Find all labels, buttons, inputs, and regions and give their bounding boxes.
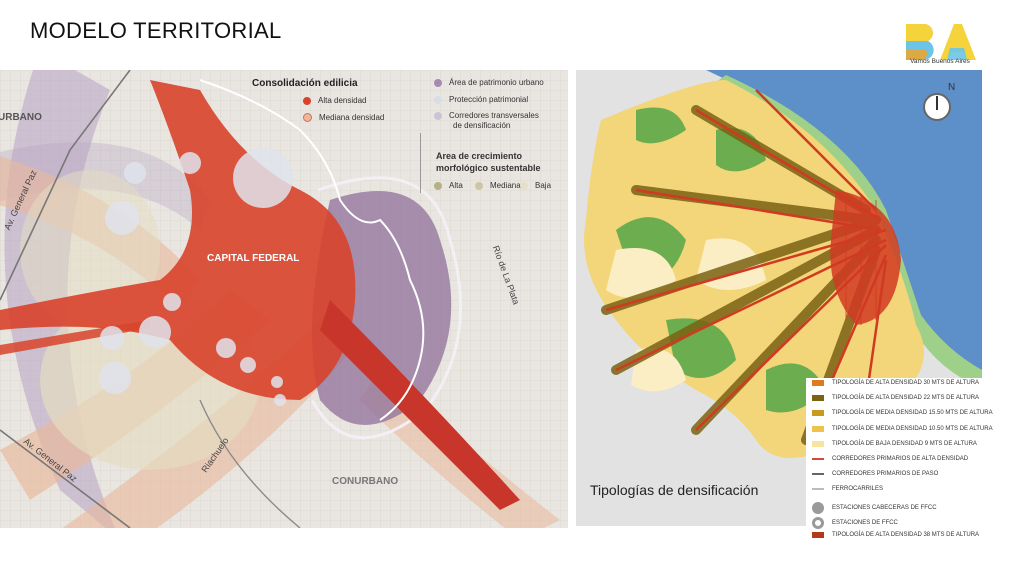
typology-legend-item: FERROCARRILES [812,486,883,492]
typology-legend-label: ESTACIONES DE FFCC [832,519,898,526]
crecimiento-alta-swatch [434,181,442,190]
consolidacion-title: Consolidación edilicia [252,78,358,89]
legend-proteccion: Protección patrimonial [434,95,528,104]
map-caption: Tipologías de densificación [590,482,759,498]
page-title: MODELO TERRITORIAL [30,18,282,43]
logo-subtitle: Vamos Buenos Aires [910,58,970,65]
legend-crecimiento-alta: Alta [434,181,463,190]
crecimiento-mediana-swatch [475,181,483,190]
typology-legend-item: CORREDORES PRIMARIOS DE PASO [812,471,938,477]
typology-legend-item: TIPOLOGÍA DE BAJA DENSIDAD 9 MTS DE ALTU… [812,440,977,447]
typology-legend-label: TIPOLOGÍA DE ALTA DENSIDAD 38 MTS DE ALT… [832,532,980,538]
typology-swatch [812,425,824,432]
typology-legend-item: ESTACIONES DE FFCC [812,516,898,529]
typology-legend-label: TIPOLOGÍA DE MEDIA DENSIDAD 15.50 MTS DE… [832,410,993,417]
proteccion-swatch [434,95,442,104]
crecimiento-baja-swatch [520,181,528,190]
legend-corredores: Corredores transversales [434,111,539,120]
legend-divider [420,133,421,193]
territorial-map-graphic [0,70,568,528]
typology-legend-label: TIPOLOGÍA DE BAJA DENSIDAD 9 MTS DE ALTU… [832,440,977,447]
typology-legend-item: ESTACIONES CABECERAS DE FFCC [812,501,937,514]
crecimiento-title-line2: morfológico sustentable [436,163,541,173]
typology-legend-label: FERROCARRILES [832,486,884,493]
typology-legend-item: TIPOLOGÍA DE ALTA DENSIDAD 38 MTS DE ALT… [812,532,979,538]
typology-legend-item: TIPOLOGÍA DE MEDIA DENSIDAD 10.50 MTS DE… [812,425,993,432]
typology-legend-label: TIPOLOGÍA DE MEDIA DENSIDAD 10.50 MTS DE… [832,425,993,432]
densification-typologies-map: N Tipologías de densificación [576,70,982,526]
typology-swatch [812,410,824,417]
legend-alta-densidad: Alta densidad [303,96,366,105]
densification-map-graphic [584,70,982,458]
typology-swatch [812,458,824,460]
typology-legend-label: CORREDORES PRIMARIOS DE ALTA DENSIDAD [832,456,969,462]
urbano-label: URBANO [0,112,42,123]
capital-federal-label: CAPITAL FEDERAL [207,253,300,264]
conurbano-label: CONURBANO [332,476,399,487]
typology-swatch [812,501,824,514]
typology-swatch [812,488,824,491]
typology-swatch [812,395,824,402]
alta-densidad-swatch [303,96,311,105]
legend-crecimiento-mediana: Mediana [475,181,521,190]
typology-legend-item: TIPOLOGÍA DE ALTA DENSIDAD 22 MTS DE ALT… [812,395,980,402]
north-label: N [948,82,956,93]
corredores-swatch [434,111,442,120]
typology-legend-item: TIPOLOGÍA DE MEDIA DENSIDAD 15.50 MTS DE… [812,410,993,417]
typology-swatch [812,532,824,538]
typology-legend-item: CORREDORES PRIMARIOS DE ALTA DENSIDAD [812,456,968,462]
typology-swatch [812,440,824,447]
legend-mediana-densidad: Mediana densidad [303,113,384,122]
legend-patrimonio: Área de patrimonio urbano [434,78,544,87]
typology-legend-item: TIPOLOGÍA DE ALTA DENSIDAD 30 MTS DE ALT… [812,380,979,386]
legend-crecimiento-baja: Baja [520,181,551,190]
typology-swatch [812,380,824,386]
typology-legend-label: ESTACIONES CABECERAS DE FFCC [832,504,937,511]
patrimonio-swatch [434,78,442,87]
typology-swatch [812,516,824,529]
typology-legend-label: TIPOLOGÍA DE ALTA DENSIDAD 22 MTS DE ALT… [832,395,980,402]
typology-legend-label: TIPOLOGÍA DE ALTA DENSIDAD 30 MTS DE ALT… [832,380,980,386]
territorial-model-map: URBANO CAPITAL FEDERAL CONURBANO Riachue… [0,70,568,528]
mediana-densidad-swatch [303,113,312,122]
typology-swatch [812,473,824,476]
typology-legend-label: CORREDORES PRIMARIOS DE PASO [832,471,939,478]
typology-legend: TIPOLOGÍA DE ALTA DENSIDAD 30 MTS DE ALT… [806,378,1016,546]
ba-logo [906,24,976,60]
legend-corredores-line2: de densificación [453,121,511,130]
crecimiento-title: Area de crecimiento [436,151,523,161]
